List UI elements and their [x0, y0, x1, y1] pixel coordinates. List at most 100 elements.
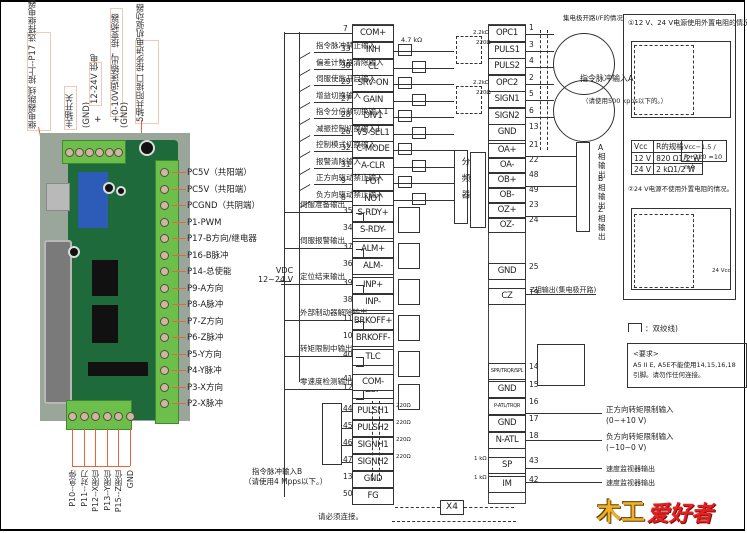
logo-mark: 木工 [597, 498, 645, 526]
case2-dashed-box [634, 214, 694, 288]
screw-terminal[interactable] [125, 412, 135, 421]
pin-number: 34 [343, 223, 353, 232]
screw-terminal[interactable] [160, 217, 169, 227]
output-optocoupler [398, 207, 420, 233]
bottom-pin-label: P11--对刀 [79, 470, 89, 507]
screw-terminal[interactable] [160, 201, 169, 210]
input-signal-label: 指令脉冲禁止输入 [316, 41, 376, 50]
pin-leader-line [72, 428, 73, 466]
resistor-4k7-label: 4.7 kΩ [401, 36, 423, 44]
resistor-label: 220Ω [396, 454, 411, 460]
resistor-label: 2.2kΩ [473, 30, 490, 36]
screw-terminal[interactable] [160, 184, 169, 194]
screw-terminal[interactable] [68, 412, 77, 421]
output-optocoupler [398, 279, 420, 305]
pin-leader-line [172, 353, 186, 355]
pin-leader-line [172, 304, 186, 305]
diode-icon [356, 357, 364, 367]
cz-output-label: Z相输出(集电极开路) [530, 286, 597, 294]
torque-neg-label: 负方向转矩限制输入 [606, 432, 674, 441]
screw-terminal[interactable] [102, 412, 112, 421]
logo-text: 爱好者 [647, 502, 714, 527]
pulse-a-note: （请使用500 kpps以下的。） [582, 97, 668, 105]
optocoupler-icon [398, 143, 412, 155]
pin-number: 33 [341, 44, 351, 53]
pin-number: 13 [343, 472, 353, 481]
screw-terminal[interactable] [79, 412, 89, 421]
table-cell: 12 V [630, 152, 655, 164]
pin-number: 7 [343, 24, 348, 33]
pulse-b-label: 指令脉冲输入B [252, 467, 303, 476]
pin-n-atl: N-ATL [488, 432, 526, 449]
pin-number: 1 [529, 23, 534, 32]
screw-terminal[interactable] [114, 412, 123, 421]
notes-box [623, 14, 736, 300]
resistor-label: 1 kΩ [474, 456, 487, 462]
pin-number: 35 [343, 206, 353, 215]
wire [314, 52, 352, 53]
pin-number: 21 [529, 140, 539, 149]
pin-number: 11 [343, 314, 353, 323]
pin-number: 37 [343, 242, 353, 251]
screw-terminal[interactable] [160, 300, 169, 309]
screw-terminal[interactable] [160, 250, 169, 260]
pin-label: P1-PWM [187, 217, 222, 228]
pin-leader-line [172, 188, 186, 190]
screw-terminal[interactable] [95, 148, 104, 157]
current-formula: Vcc−1.5 / R+220 ≈10 mA [681, 140, 727, 171]
screw-terminal[interactable] [160, 333, 169, 342]
wire [284, 356, 352, 357]
wire [394, 117, 454, 118]
screw-terminal[interactable] [160, 316, 169, 326]
screw-terminal[interactable] [105, 148, 114, 157]
screw-terminal[interactable] [160, 283, 169, 293]
pin-number: 45 [343, 421, 353, 430]
input-signal-label: 指令分倍频切换输入1 [316, 107, 389, 116]
line-receiver [576, 142, 590, 232]
screw-terminal[interactable] [65, 148, 74, 157]
pulse-b-note: （请使用4 Mpps以下。） [244, 477, 328, 486]
output-optocoupler [398, 243, 420, 269]
db25-connector [44, 240, 72, 404]
wire [394, 51, 454, 52]
pin-number: 9 [341, 176, 346, 185]
optocoupler-icon [398, 77, 412, 89]
optocoupler-icon [398, 44, 412, 56]
pin-leader-line [172, 287, 186, 289]
screw-terminal[interactable] [160, 234, 169, 243]
pin-leader-line [106, 428, 108, 466]
pin-alm+: ALM+ [352, 241, 394, 258]
screw-terminal[interactable] [160, 267, 169, 276]
diode-icon [356, 285, 364, 295]
screw-terminal[interactable] [160, 168, 169, 177]
must-connect-note: 请必须连接。 [318, 512, 363, 521]
pin-alm-: ALM- [352, 258, 394, 275]
torque-monitor-label: 速度监视器输出 [606, 479, 655, 487]
ic-chip [92, 305, 118, 343]
pin-number: 10 [343, 331, 353, 340]
screw-terminal[interactable] [160, 349, 169, 359]
input-signal-label: 增益切换输入 [316, 90, 361, 100]
pin-number: 31 [341, 159, 351, 169]
output-signal-label: 伺服准备输出 [300, 200, 345, 209]
pin-signh1: SIGNH1 [352, 437, 394, 454]
wire [314, 134, 352, 136]
wire [394, 67, 454, 69]
pin-pulsh1: PULSH1 [352, 403, 394, 420]
screw-terminal[interactable] [75, 148, 84, 157]
wire [526, 440, 602, 441]
screw-terminal[interactable] [85, 148, 94, 157]
screw-terminal[interactable] [160, 382, 169, 392]
shield-symbol [540, 30, 548, 150]
screw-terminal[interactable] [114, 148, 123, 157]
pin-brkoff-: BRKOFF- [352, 330, 394, 347]
screw-terminal[interactable] [160, 399, 169, 408]
pin-number: 6 [529, 105, 534, 115]
screw-terminal[interactable] [91, 412, 100, 421]
pin-sign2: SIGN2 [488, 107, 526, 125]
pin-s-rdy+: S-RDY+ [352, 205, 394, 222]
screw-terminal[interactable] [160, 366, 169, 375]
pin-leader-line [172, 337, 186, 338]
diode-icon [356, 390, 364, 400]
